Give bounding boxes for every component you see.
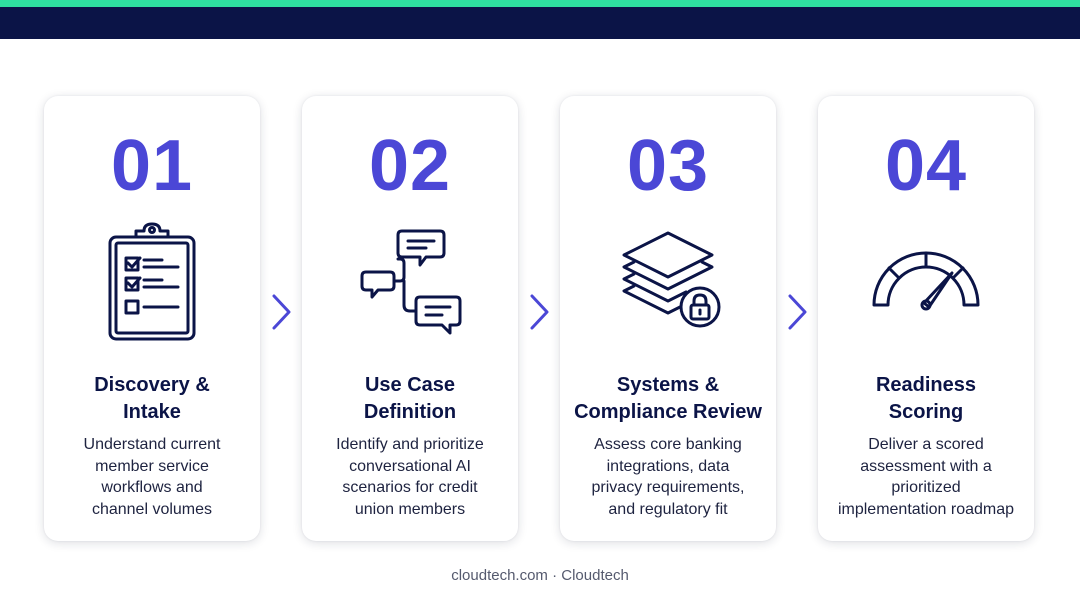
title-line: Compliance Review: [574, 401, 762, 423]
title-line: Intake: [123, 401, 181, 423]
desc-line: assessment with a: [860, 457, 992, 475]
desc-line: conversational AI: [349, 457, 471, 475]
desc-line: union members: [354, 500, 466, 518]
layers-lock-icon: [608, 221, 728, 341]
step-description: Identify and prioritize conversational A…: [312, 434, 508, 520]
top-header-band: [0, 7, 1080, 39]
step-number: 03: [626, 126, 710, 206]
desc-line: scenarios for credit: [342, 479, 478, 496]
step-number: 01: [110, 126, 194, 206]
desc-line: prioritized: [891, 479, 961, 496]
step-description: Understand current member service workfl…: [54, 434, 250, 520]
title-line: Definition: [363, 401, 457, 423]
step-card-4: 04 Readiness Scoring Deliver a scored as…: [818, 96, 1034, 541]
step-description: Assess core banking integrations, data p…: [570, 434, 766, 520]
chevron-right-icon: [271, 293, 293, 331]
step-card-3: 03 Systems & Compliance Review Assess co…: [560, 96, 776, 541]
step-number: 02: [368, 126, 452, 206]
gauge-icon: [866, 221, 986, 341]
desc-line: Understand current: [83, 436, 221, 453]
desc-line: member service: [95, 457, 209, 475]
title-line: Systems &: [616, 374, 720, 396]
desc-line: implementation roadmap: [837, 500, 1015, 518]
step-card-2: 02 Use Case Definition Identify and prio…: [302, 96, 518, 541]
top-accent-bar: [0, 0, 1080, 7]
desc-line: and regulatory fit: [608, 500, 728, 518]
step-title: Discovery & Intake: [52, 372, 252, 426]
desc-line: Identify and prioritize: [336, 436, 484, 453]
desc-line: Assess core banking: [594, 436, 742, 453]
step-card-1: 01 Discovery & Intake Understand current…: [44, 96, 260, 541]
step-number: 04: [884, 126, 968, 206]
desc-line: privacy requirements,: [591, 479, 745, 496]
footer-attribution: cloudtech.com · Cloudtech: [451, 567, 629, 584]
title-line: Readiness: [875, 374, 977, 396]
title-line: Use Case: [364, 374, 456, 396]
step-title: Systems & Compliance Review: [568, 372, 768, 426]
desc-line: channel volumes: [91, 500, 213, 518]
step-title: Readiness Scoring: [826, 372, 1026, 426]
desc-line: Deliver a scored: [868, 436, 984, 453]
desc-line: integrations, data: [606, 457, 730, 475]
chat-bubbles-icon: [350, 221, 470, 341]
clipboard-checklist-icon: [92, 221, 212, 341]
step-description: Deliver a scored assessment with a prior…: [828, 434, 1024, 520]
step-title: Use Case Definition: [310, 372, 510, 426]
title-line: Scoring: [888, 401, 964, 423]
desc-line: workflows and: [101, 479, 203, 496]
chevron-right-icon: [787, 293, 809, 331]
chevron-right-icon: [529, 293, 551, 331]
title-line: Discovery &: [94, 374, 210, 396]
